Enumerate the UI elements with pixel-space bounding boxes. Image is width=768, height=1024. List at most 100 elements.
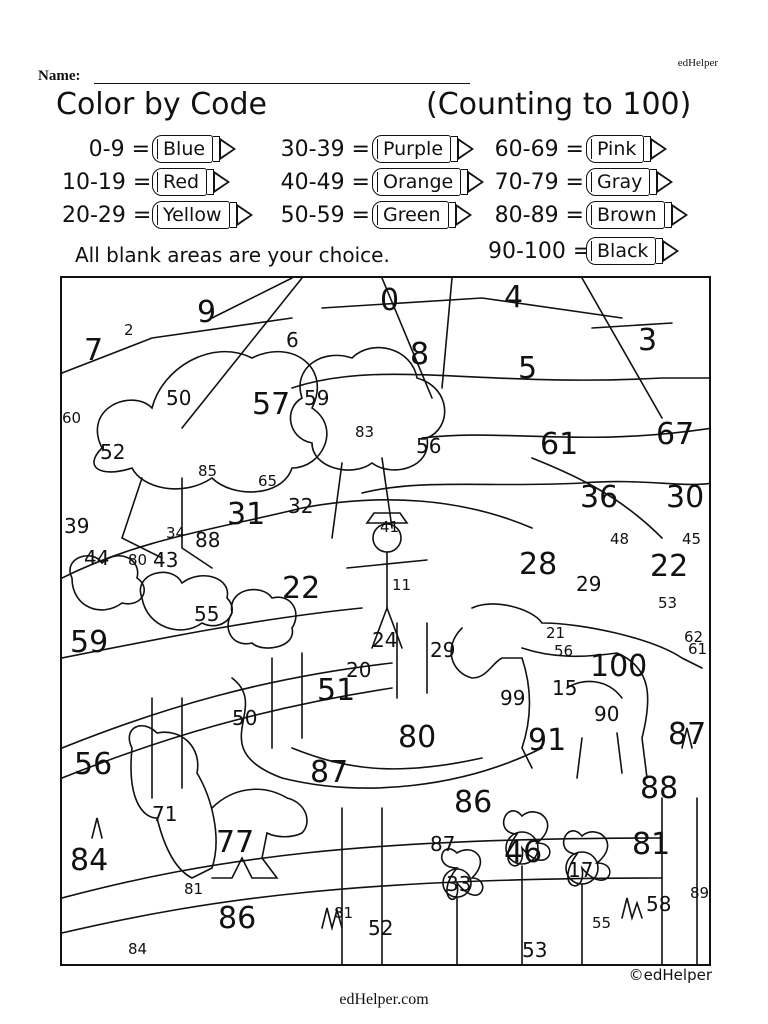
- region-number: 88: [640, 771, 679, 806]
- name-line[interactable]: [94, 83, 470, 84]
- copyright-label: ©edHelper: [628, 966, 712, 984]
- region-number: 61: [540, 427, 579, 462]
- region-number: 61: [688, 640, 708, 658]
- key-row-3: 30-39 = Purple: [278, 135, 475, 163]
- region-number: 71: [152, 802, 178, 826]
- region-number: 77: [216, 825, 255, 860]
- region-number: 2: [124, 321, 134, 339]
- crayon-icon: Green: [372, 201, 472, 229]
- region-number: 29: [576, 572, 602, 596]
- key-row-2: 20-29 = Yellow: [62, 201, 253, 229]
- region-number: 89: [690, 884, 710, 902]
- region-number: 88: [195, 528, 221, 552]
- instruction-text: All blank areas are your choice.: [75, 243, 390, 267]
- region-number: 32: [288, 494, 314, 518]
- region-number: 11: [392, 576, 412, 594]
- key-color: Purple: [372, 135, 452, 163]
- region-number: 53: [658, 594, 678, 612]
- region-number: 55: [592, 914, 612, 932]
- region-number: 90: [594, 702, 620, 726]
- crayon-icon: Yellow: [152, 201, 253, 229]
- region-number: 91: [528, 723, 567, 758]
- region-number: 80: [128, 551, 148, 569]
- region-number: 81: [632, 827, 671, 862]
- key-row-5: 50-59 = Green: [278, 201, 472, 229]
- region-number: 17: [568, 858, 594, 882]
- crayon-icon: Orange: [372, 168, 485, 196]
- key-color: Yellow: [152, 201, 230, 229]
- region-number: 52: [368, 916, 394, 940]
- region-number: 8: [410, 337, 430, 372]
- region-number: 7: [84, 333, 104, 368]
- key-range: 30-39 =: [280, 136, 370, 162]
- region-number: 51: [317, 673, 356, 708]
- region-number: 65: [258, 472, 278, 490]
- region-number: 85: [198, 462, 218, 480]
- region-number: 41: [380, 518, 400, 536]
- crayon-icon: Pink: [586, 135, 668, 163]
- region-number: 0: [380, 283, 400, 318]
- key-row-6: 60-69 = Pink: [488, 135, 668, 163]
- region-number: 62: [684, 628, 704, 646]
- key-range: 50-59 =: [280, 202, 370, 228]
- region-number: 33: [446, 872, 472, 896]
- region-number: 24: [372, 628, 398, 652]
- key-range: 20-29 =: [62, 202, 152, 228]
- brand-label: edHelper: [677, 57, 718, 69]
- region-number: 58: [646, 892, 672, 916]
- key-color: Green: [372, 201, 449, 229]
- key-range: 40-49 =: [280, 169, 370, 195]
- region-number: 45: [682, 530, 702, 548]
- region-number: 15: [552, 676, 578, 700]
- footer-label: edHelper.com: [339, 991, 429, 1008]
- region-number: 6: [286, 328, 299, 352]
- region-number: 53: [522, 938, 548, 962]
- region-number: 84: [128, 940, 148, 958]
- region-number: 84: [70, 843, 109, 878]
- region-number: 55: [194, 602, 220, 626]
- region-number: 99: [500, 686, 526, 710]
- key-range: 60-69 =: [494, 136, 584, 162]
- region-number: 80: [398, 720, 437, 755]
- crayon-icon: Purple: [372, 135, 475, 163]
- region-number: 43: [153, 548, 179, 572]
- region-number: 22: [650, 549, 689, 584]
- region-number: 57: [252, 387, 291, 422]
- key-row-0: 0-9 = Blue: [62, 135, 237, 163]
- region-number: 87: [430, 832, 456, 856]
- region-number: 21: [546, 624, 566, 642]
- region-number: 36: [580, 480, 619, 515]
- key-range: 10-19 =: [62, 169, 152, 195]
- crayon-icon: Gray: [586, 168, 674, 196]
- region-number: 87: [310, 755, 349, 790]
- key-row-1: 10-19 = Red: [62, 168, 231, 196]
- region-number: 50: [166, 386, 192, 410]
- key-color: Brown: [586, 201, 665, 229]
- region-number: 28: [519, 547, 558, 582]
- region-number: 100: [590, 649, 648, 684]
- region-number: 34: [166, 524, 186, 542]
- region-number: 3: [638, 323, 658, 358]
- region-number: 30: [666, 480, 705, 515]
- region-number: 52: [100, 440, 126, 464]
- region-number: 29: [430, 638, 456, 662]
- worksheet-title: Color by Code: [56, 87, 267, 122]
- key-color: Red: [152, 168, 208, 196]
- region-number: 59: [304, 386, 330, 410]
- crayon-icon: Black: [586, 237, 680, 265]
- key-row-8: 80-89 = Brown: [488, 201, 688, 229]
- key-color: Orange: [372, 168, 462, 196]
- key-color: Black: [586, 237, 657, 265]
- key-range: 90-100 =: [488, 238, 592, 264]
- crayon-icon: Blue: [152, 135, 237, 163]
- key-row-9: 90-100 = Black: [488, 237, 680, 265]
- region-number: 56: [74, 747, 113, 782]
- key-color: Blue: [152, 135, 214, 163]
- region-number: 59: [70, 625, 109, 660]
- key-row-4: 40-49 = Orange: [278, 168, 485, 196]
- region-number: 46: [504, 835, 543, 870]
- region-number: 56: [554, 642, 574, 660]
- region-number: 83: [355, 423, 375, 441]
- key-color: Pink: [586, 135, 645, 163]
